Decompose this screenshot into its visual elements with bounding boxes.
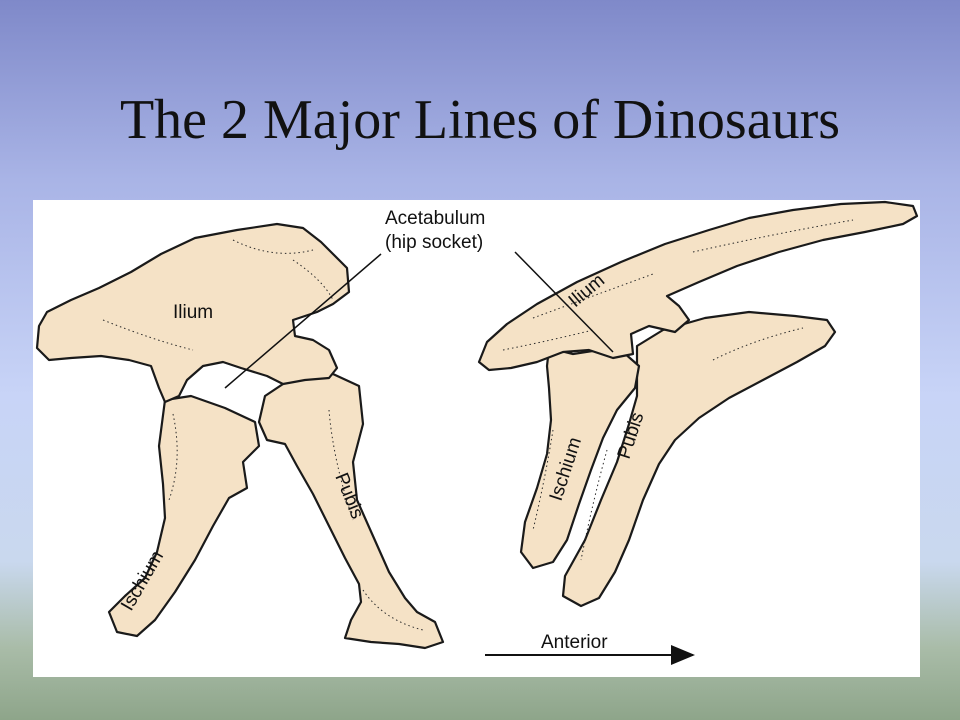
left-pelvis	[35, 222, 445, 650]
slide-title: The 2 Major Lines of Dinosaurs	[119, 89, 841, 151]
right-pelvis-stipple	[502, 219, 854, 561]
right-ischium-bone	[519, 346, 641, 570]
right-pelvis	[477, 200, 919, 608]
pelvis-diagram-panel: Ilium Ischium Pubis Acetabulum (hip sock…	[33, 200, 920, 677]
acetabulum-sublabel: (hip socket)	[385, 232, 483, 253]
anterior-label: Anterior	[541, 632, 608, 653]
left-ilium-bone	[35, 222, 351, 404]
left-pubis-bone	[257, 372, 445, 650]
acetabulum-label: Acetabulum	[385, 208, 485, 229]
right-pubis-bone	[561, 310, 837, 608]
left-pelvis-stipple	[102, 239, 424, 631]
acetabulum-leader-right	[514, 251, 614, 353]
left-ischium-bone	[107, 394, 261, 638]
acetabulum-leader-left	[224, 253, 382, 389]
pelvis-diagram: Ilium Ischium Pubis Acetabulum (hip sock…	[35, 200, 919, 665]
left-ilium-label: Ilium	[173, 302, 213, 323]
